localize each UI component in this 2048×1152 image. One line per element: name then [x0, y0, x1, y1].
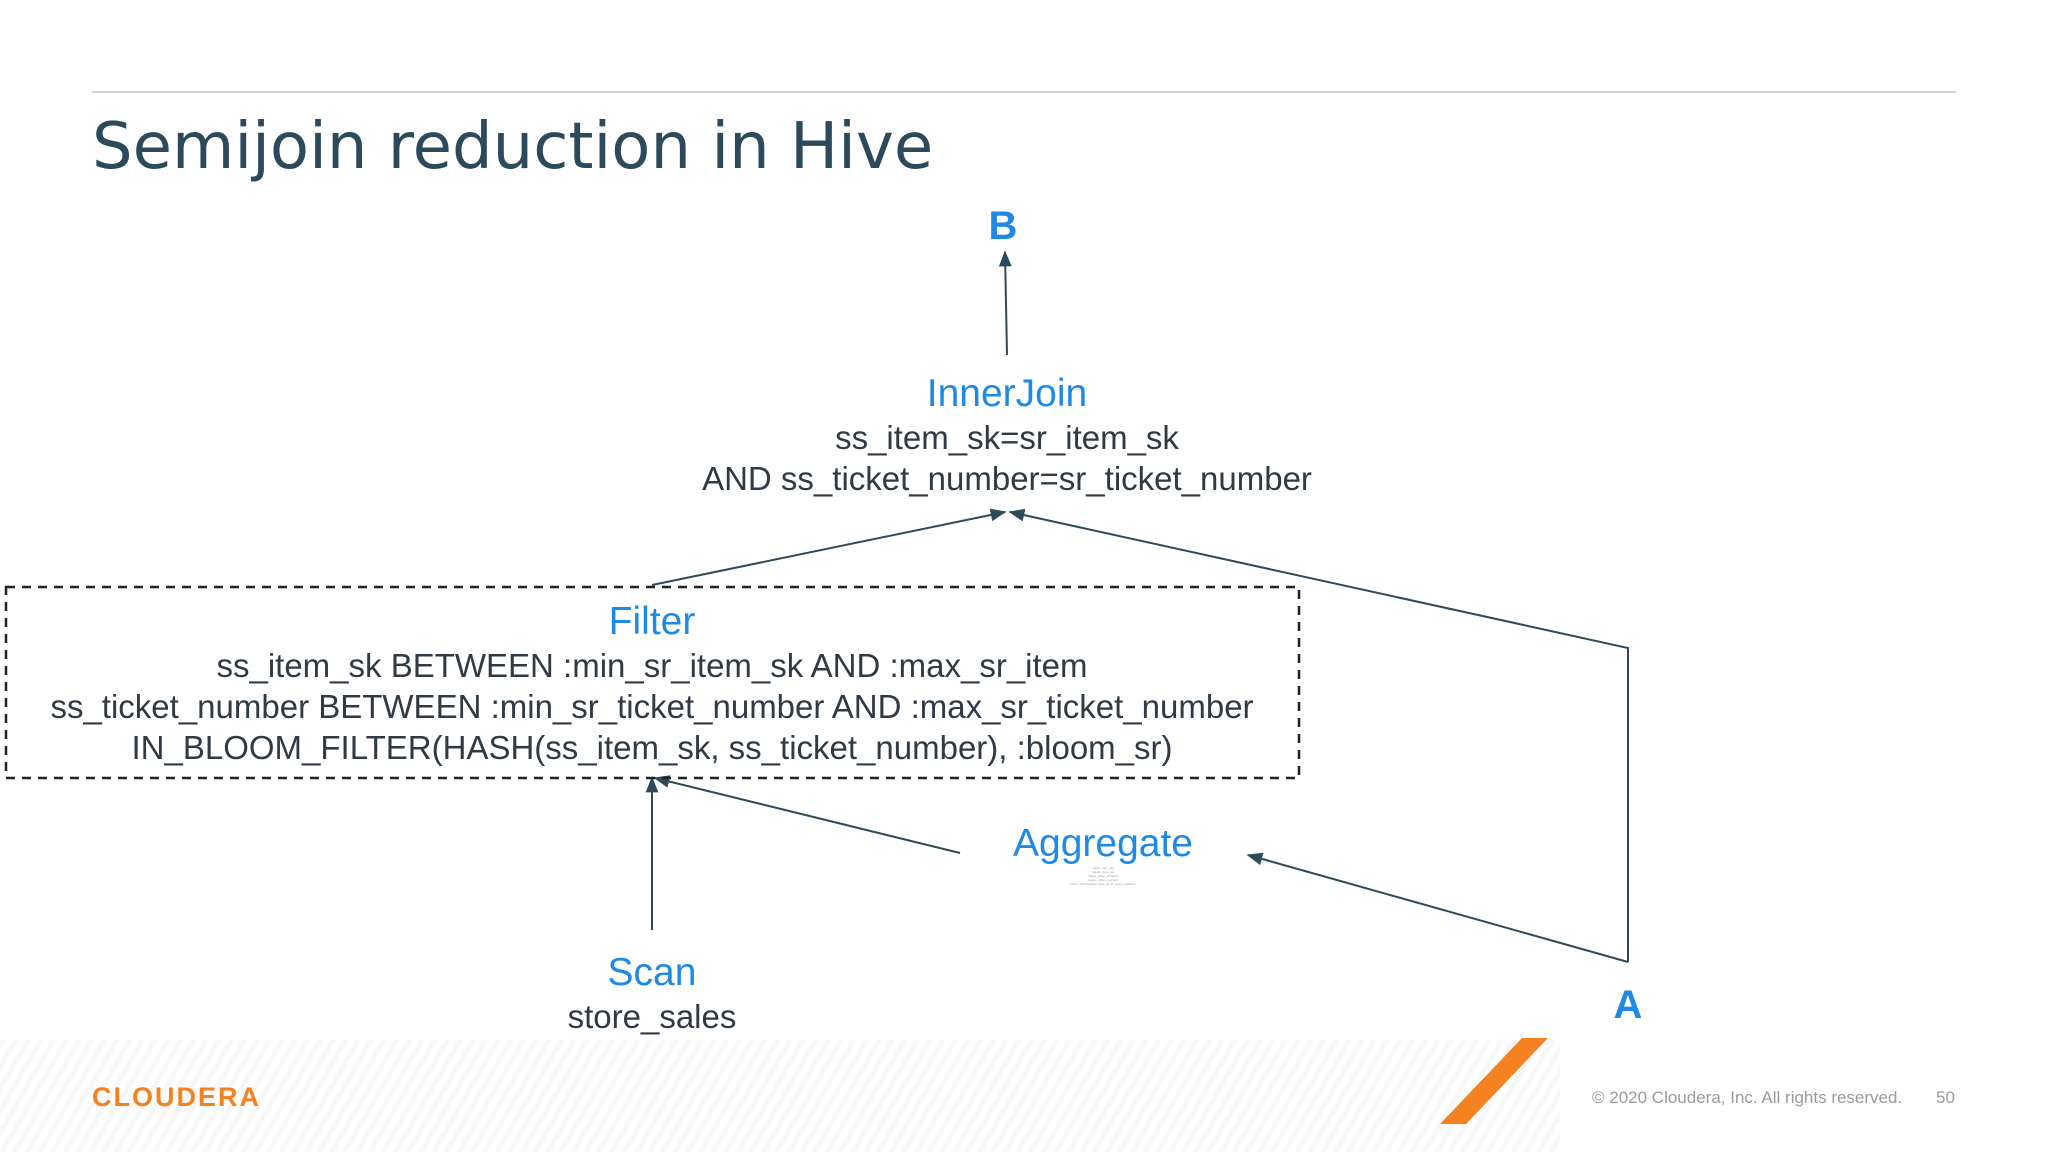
scan-title: Scan: [607, 951, 697, 994]
cloudera-logo: CLOUDERA: [92, 1082, 261, 1112]
edge-a-to-aggregate: [1246, 852, 1629, 963]
aggregate-detail-line: min(sr_ticket_number): [1088, 874, 1118, 878]
filter-condition-line: IN_BLOOM_FILTER(HASH(ss_item_sk, ss_tick…: [131, 729, 1173, 766]
aggregate-detail-line: max(sr_item_sk): [1091, 870, 1115, 874]
node-a-label: A: [1613, 983, 1643, 1027]
filter-condition-line: ss_ticket_number BETWEEN :min_sr_ticket_…: [50, 688, 1254, 725]
scan-table-name: store_sales: [567, 998, 737, 1035]
edge-aggregate-to-filter: [653, 775, 961, 854]
aggregate-title: Aggregate: [1013, 822, 1193, 865]
aggregate-detail: min(sr_item_sk) max(sr_item_sk) min(sr_t…: [1070, 866, 1135, 886]
innerjoin-condition-line: AND ss_ticket_number=sr_ticket_number: [702, 460, 1312, 497]
innerjoin-condition-line: ss_item_sk=sr_item_sk: [835, 419, 1179, 456]
filter-dashed-box: [4, 585, 1301, 780]
node-b-label: B: [988, 204, 1018, 248]
filter-condition-line: ss_item_sk BETWEEN :min_sr_item_sk AND :…: [216, 647, 1088, 684]
aggregate-detail-line: min(sr_item_sk): [1092, 866, 1114, 870]
copyright-notice: © 2020 Cloudera, Inc. All rights reserve…: [1592, 1088, 1903, 1107]
orange-accent-stripe: [1440, 1038, 1548, 1124]
innerjoin-title: InnerJoin: [926, 372, 1088, 415]
page-number: 50: [1936, 1088, 1955, 1107]
aggregate-detail-line: bloom_filter(hash(sr_item_sk, sr_ticket_…: [1070, 882, 1136, 886]
edge-innerjoin-to-b: [998, 250, 1012, 356]
top-divider: [92, 91, 1956, 93]
aggregate-detail-line: max(sr_ticket_number): [1087, 878, 1119, 882]
slide-title: Semijoin reduction in Hive: [92, 110, 934, 184]
edge-a-to-innerjoin: [1008, 508, 1629, 962]
filter-title: Filter: [608, 600, 696, 643]
footer-stripes: [0, 1040, 1560, 1152]
edge-filter-to-innerjoin: [651, 508, 1007, 586]
